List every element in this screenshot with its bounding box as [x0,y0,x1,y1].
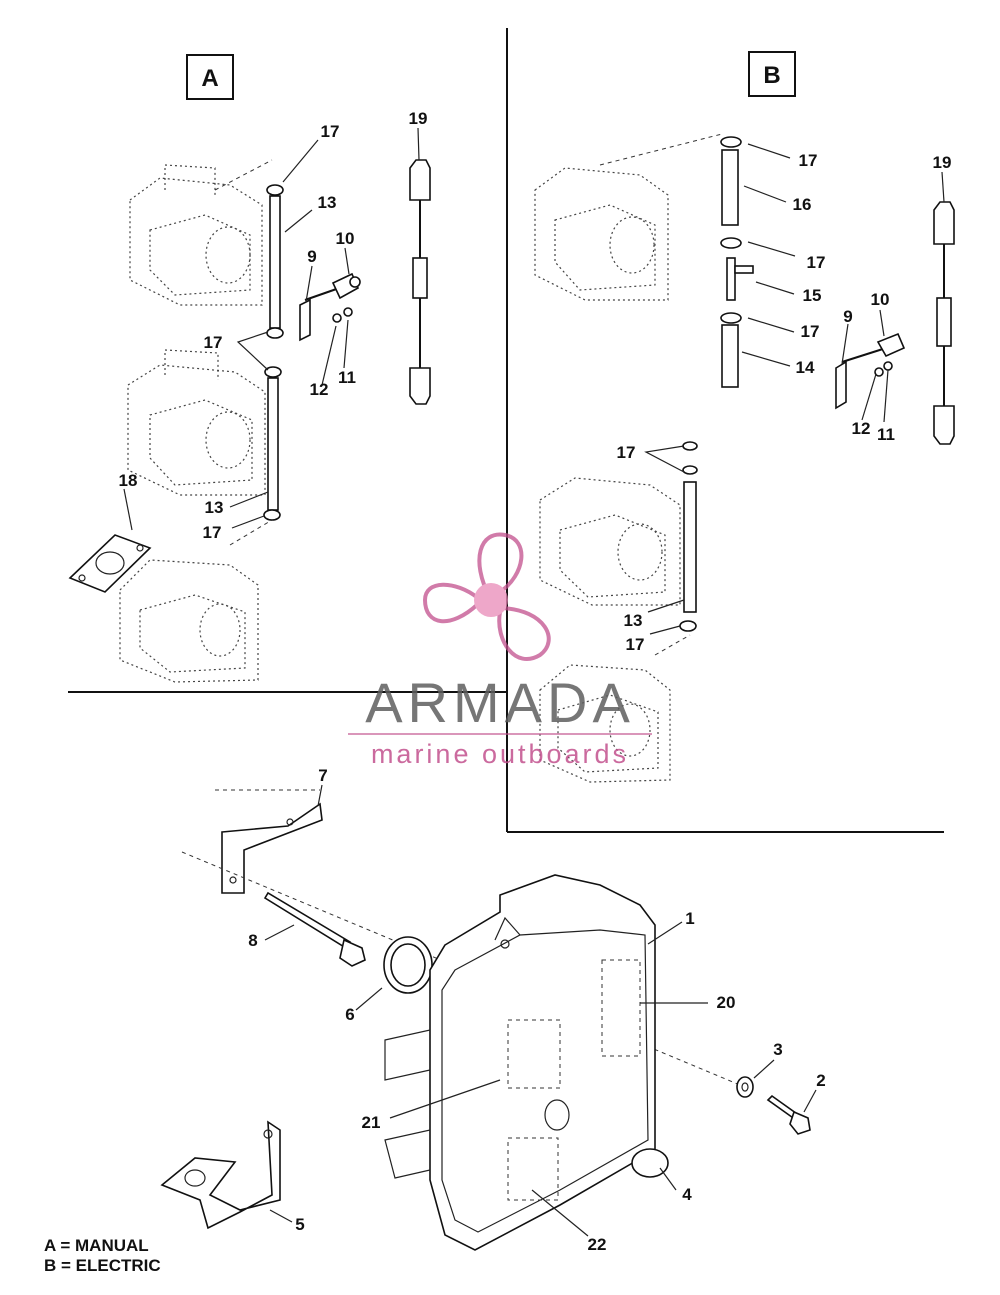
fuel-hose-14-b [720,312,742,388]
callout-a-13-lower: 13 [205,498,224,517]
callout-b-10: 10 [871,290,890,309]
callout-b-9: 9 [843,307,852,326]
watermark-subtitle: marine outboards [371,739,629,769]
carburetor-upper-a [129,159,273,306]
plug-4 [631,1148,669,1178]
callout-a-11: 11 [338,368,356,387]
callout-b-13: 13 [624,611,643,630]
legend-manual: A = MANUAL [44,1236,149,1255]
link-rod-b [679,441,698,632]
callout-8: 8 [248,931,257,950]
watermark: ARMADA marine outboards [348,532,652,769]
callout-a-10: 10 [336,229,355,248]
callout-a-17-bottom: 17 [203,523,222,542]
callout-21: 21 [362,1113,381,1132]
lower-assembly: 7 1 8 20 6 3 2 21 4 5 22 [160,766,826,1254]
callout-5: 5 [295,1215,304,1234]
callout-b-12: 12 [852,419,871,438]
fuel-tee-15-b [726,257,754,301]
callout-3: 3 [773,1040,782,1059]
callout-a-12: 12 [310,380,329,399]
callout-b-11: 11 [877,425,895,444]
leaders-b [644,143,945,635]
callout-a-19: 19 [409,109,428,128]
throttle-shaft-b [835,332,906,410]
link-rod-lower-a [263,366,282,521]
callout-b-14: 14 [796,358,815,377]
section-dividers [68,28,944,833]
callout-b-16: 16 [793,195,812,214]
callout-a-13-upper: 13 [318,193,337,212]
o-ring-6 [383,936,433,994]
bracket-7 [221,802,323,894]
callout-b-17-second: 17 [807,253,826,272]
callout-b-17-mid: 17 [617,443,636,462]
panel-a-label-box: A [186,54,234,100]
panel-a-parts: 17 13 19 9 10 17 12 11 18 13 17 [68,109,431,683]
panel-b-label: B [763,62,780,89]
callout-a-9: 9 [307,247,316,266]
callout-2: 2 [816,1071,825,1090]
leaders-a [123,127,420,531]
callout-1: 1 [685,909,694,928]
callout-b-15: 15 [803,286,822,305]
leaders-lower [264,784,817,1237]
callout-b-17-third: 17 [801,322,820,341]
bracket-5 [160,1120,281,1230]
throttle-shaft-a [299,272,361,342]
callout-22: 22 [588,1235,607,1254]
fuel-hose-16-b [720,136,742,249]
carburetor-middle-b [539,477,681,606]
callout-b-19: 19 [933,153,952,172]
housing-1 [384,874,656,1251]
callout-7: 7 [318,766,327,785]
propeller-logo [422,532,551,661]
callout-a-18: 18 [119,471,138,490]
callout-b-17-bottom: 17 [626,635,645,654]
watermark-title: ARMADA [365,671,635,734]
callout-b-17-top: 17 [799,151,818,170]
panel-b-label-box: B [748,51,796,97]
carburetor-upper-b [534,133,723,301]
bolt-8 [263,891,366,967]
gasket-a [68,534,152,593]
callout-a-17-top: 17 [321,122,340,141]
panel-a-label: A [201,65,218,92]
linkage-cable-a [409,159,431,405]
legend-electric: B = ELECTRIC [44,1256,161,1275]
bolt-2 [766,1094,811,1135]
linkage-cable-b [933,201,955,445]
callout-a-17-mid: 17 [204,333,223,352]
callout-4: 4 [682,1185,692,1204]
carburetor-lower-b [539,634,691,783]
washer-3 [736,1076,754,1098]
panel-b-parts: 17 16 19 17 15 10 9 17 14 12 11 17 13 17 [534,133,955,783]
carburetor-middle-a [127,349,266,496]
callout-20: 20 [717,993,736,1012]
callout-6: 6 [345,1005,354,1024]
link-rod-upper-a [266,184,284,339]
carburetor-lower-a [119,519,273,683]
